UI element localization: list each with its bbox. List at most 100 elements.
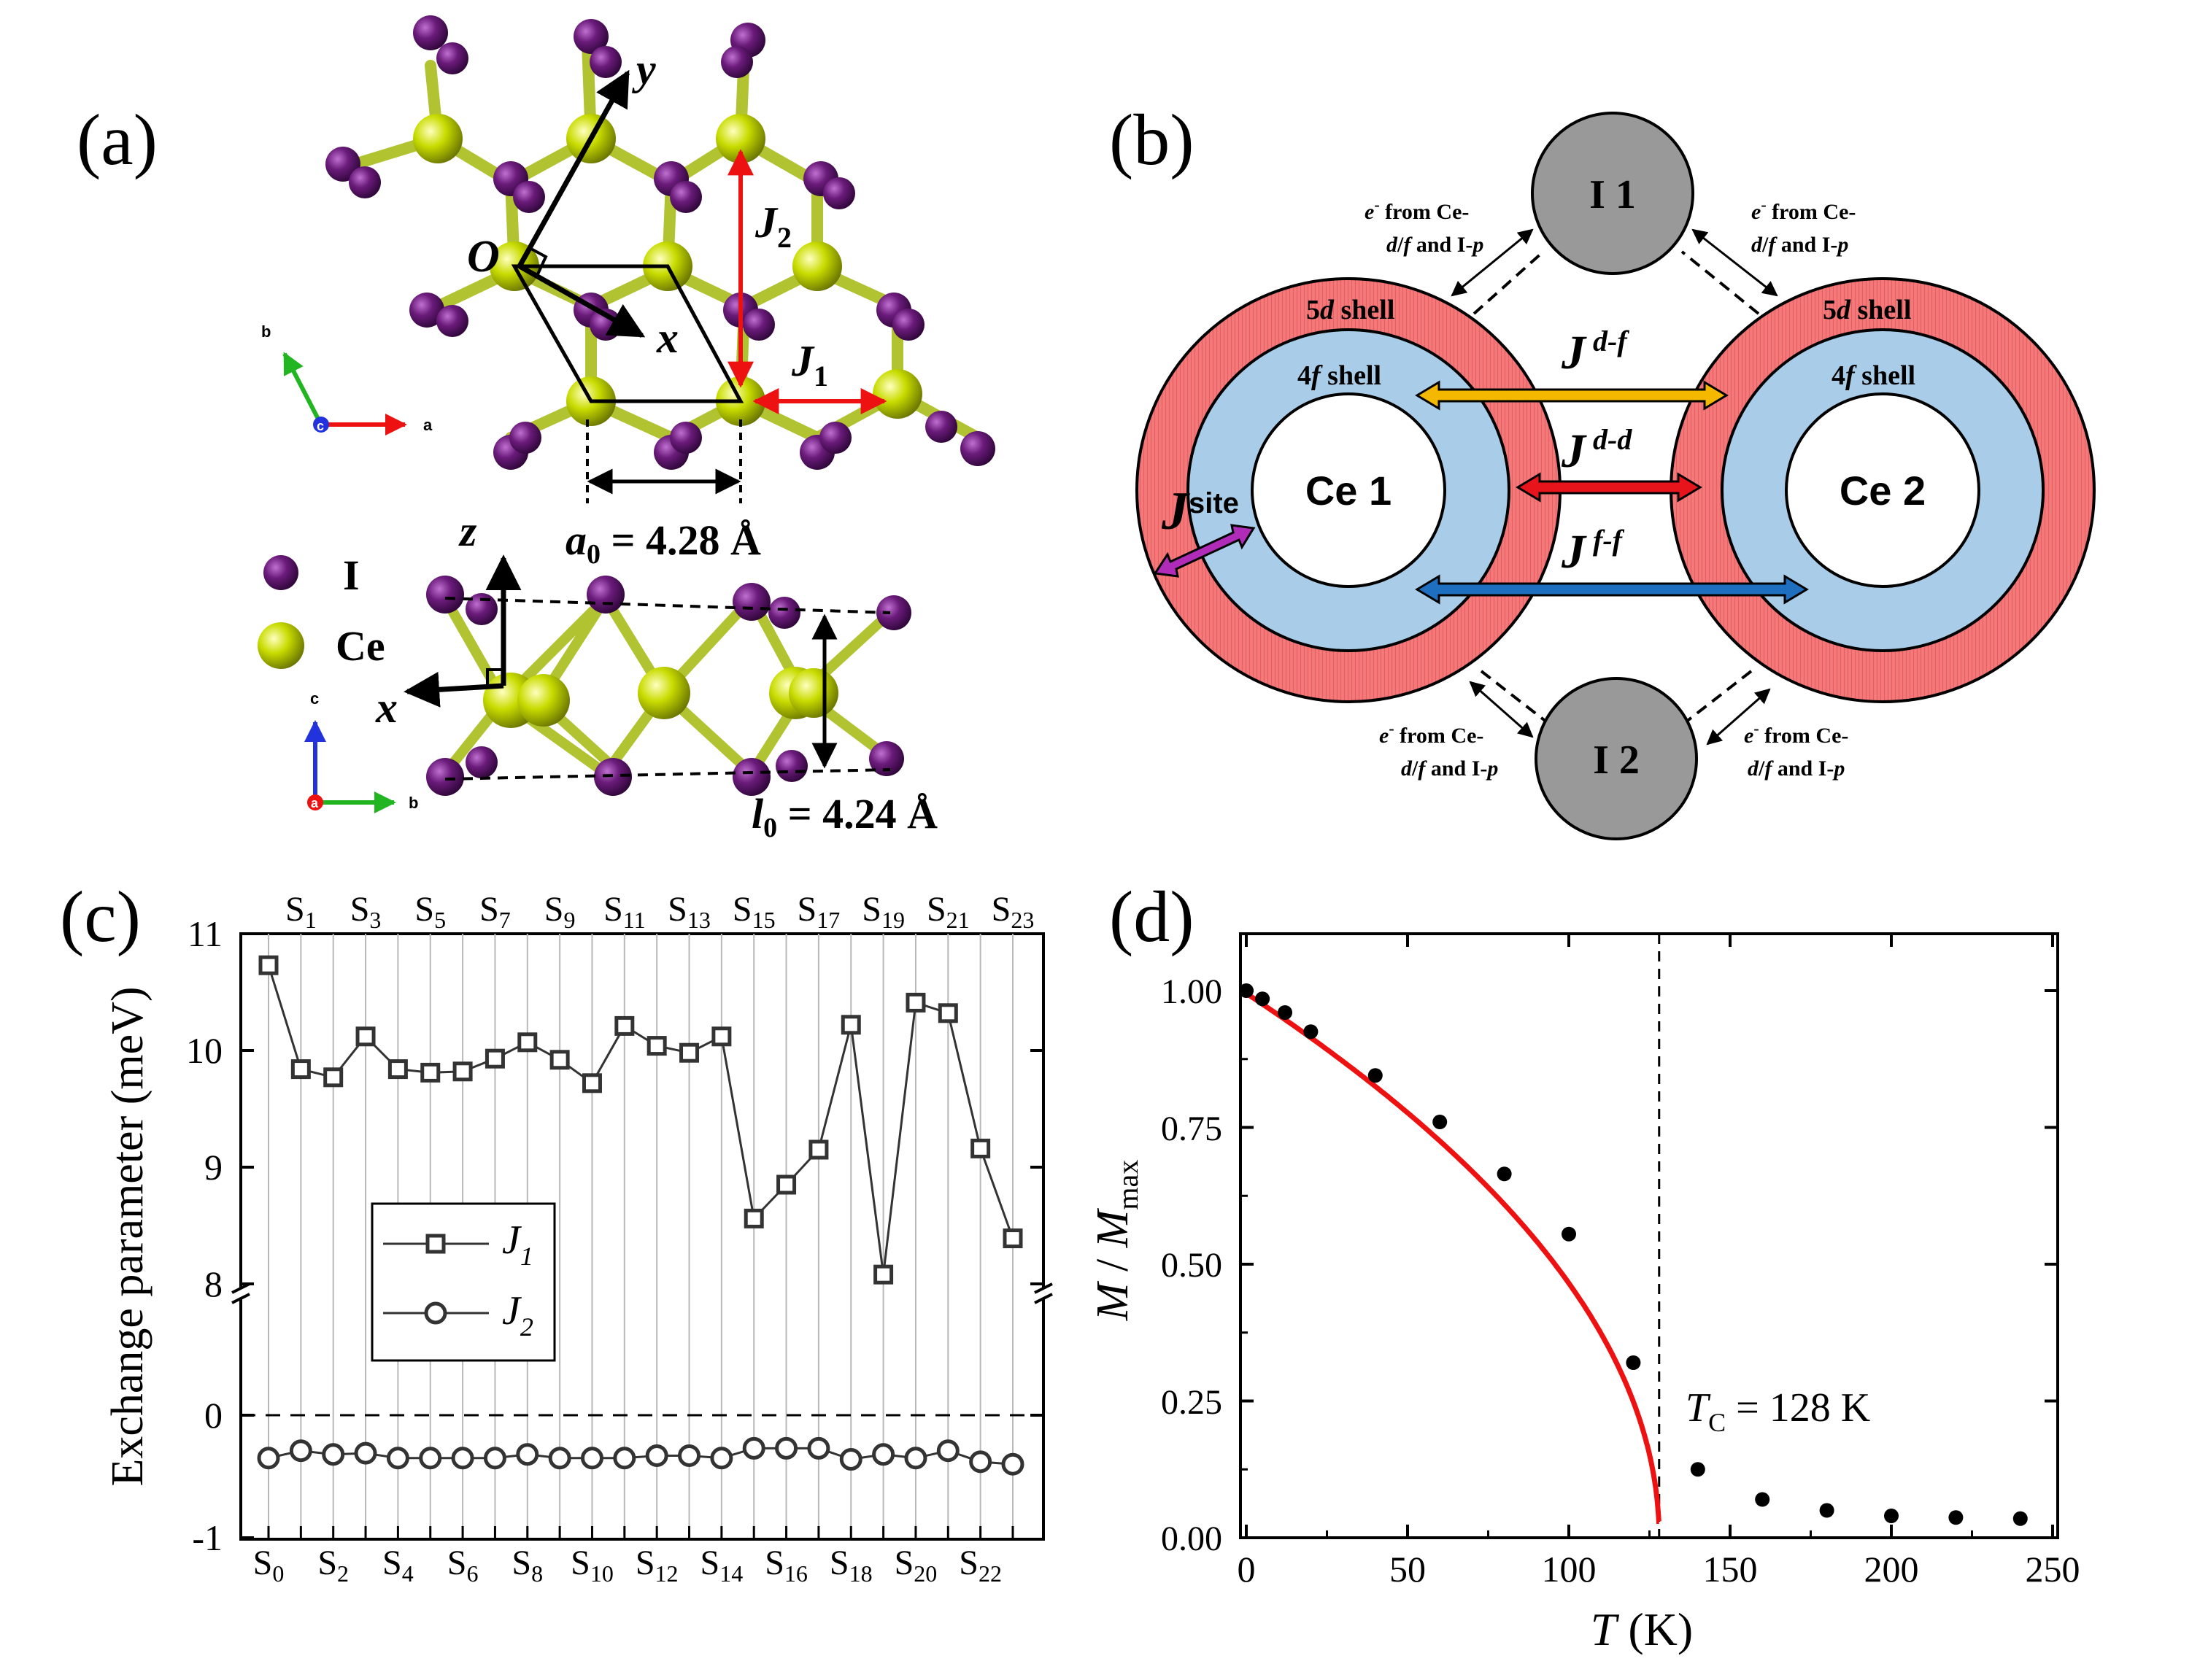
svg-text:a: a [423,416,433,434]
data-points [1239,983,2028,1526]
ce2-core [1785,392,1980,588]
c-bottom-label: S10 [571,1544,614,1587]
c-series-j2-point [483,1447,506,1470]
c-series-j2-point [710,1447,733,1470]
d-data-point [1819,1503,1834,1518]
c-top-label: S23 [992,890,1035,933]
c-series-j2-point [936,1439,960,1463]
series-j2 [257,1436,1024,1476]
legend-iodine-swatch [263,555,298,590]
i2-label: I 2 [1593,738,1640,783]
transfer-arrows [1451,228,1778,746]
c-series-j1-point [970,1138,991,1158]
panel-b: (b) Ce 1 Ce 2 5d shell 5d shell 4f shell… [1109,99,2096,840]
plot-frame-c [239,932,1045,1541]
svg-text:d/f and I-p: d/f and I-p [1751,233,1848,257]
i2-node [1535,677,1698,840]
c-top-label: S21 [927,890,970,933]
c-bottom-label: S8 [512,1544,543,1587]
d-data-point [1562,1226,1576,1242]
d-data-point [1884,1509,1899,1523]
ce2-label: Ce 2 [1840,468,1926,514]
legend-cerium-swatch [258,622,304,669]
j2-label: J2 [754,198,792,254]
transfer-label-top-left: e- from Ce- d/f and I-p [1365,196,1483,257]
c-bottom-label: S14 [700,1544,744,1587]
c-top-label: S7 [479,890,511,933]
d-data-point [1367,1068,1383,1083]
panel-a: (a) [77,15,995,843]
c-series-j1-point [614,1015,635,1036]
legend-cerium-label: Ce [336,622,385,670]
c-series-j2-line [268,1447,1014,1466]
c-top-label: S17 [798,890,841,933]
jdd-arrow [1516,472,1702,503]
c-series-j1-point [938,1003,958,1023]
d-x-ticks: 0 50 100 150 200 250 [1238,1549,2080,1590]
tc-annotation: TC = 128 K [1686,1385,1870,1437]
d-data-point [1239,983,1254,998]
jdd-label: J d-d [1561,423,1632,478]
svg-text:e- from Ce-: e- from Ce- [1751,196,1856,224]
d-xtick-100: 100 [1542,1549,1597,1590]
fit-curve [1245,991,1661,1524]
c-series-j1-point [485,1048,505,1069]
d-data-point [2012,1511,2028,1526]
c-series-j1-point [744,1208,764,1228]
c-series-j1-point [776,1174,797,1195]
ce1-label: Ce 1 [1305,468,1392,514]
c-series-j2-point [613,1447,636,1470]
c-series-j1-point [582,1073,602,1093]
c-series-j2-point [807,1436,830,1460]
c-top-label: S19 [862,890,905,933]
c-series-j2-point [904,1447,927,1470]
c-series-j1-point [452,1061,473,1082]
svg-text:a: a [311,796,319,810]
c-y-axis-label: Exchange parameter (meV) [103,986,153,1486]
c-ytick-9: 9 [204,1147,223,1188]
transfer-label-top-right: e- from Ce- d/f and I-p [1751,196,1856,257]
c-series-j2-point [548,1447,571,1470]
panel-b-label: (b) [1109,99,1194,180]
c-series-j1-point [258,955,279,975]
c-series-j1-point [841,1015,861,1035]
d-xtick-150: 150 [1703,1549,1758,1590]
series-j1 [258,955,1023,1285]
c-top-label: S15 [733,890,776,933]
x-axis-label-side: x [375,684,398,732]
crystal-axes-triad-top: b a c [261,322,433,436]
c-ytick-8: 8 [204,1263,223,1304]
ce2-4f-label: 4f shell [1832,360,1915,391]
c-ytick-minus1: -1 [192,1517,223,1558]
z-axis-label: z [458,507,477,555]
jsite-label: Jsite [1161,481,1239,541]
c-series-j1-point [387,1059,408,1080]
unit-cell [511,264,744,403]
c-ytick-11: 11 [188,913,223,954]
svg-text:e- from Ce-: e- from Ce- [1379,719,1483,748]
c-series-j2-point [386,1447,409,1470]
c-series-j2-point [775,1436,798,1460]
c-series-j2-point [742,1436,765,1460]
ce1-4f-label: 4f shell [1297,360,1381,391]
c-bottom-label: S20 [895,1544,938,1587]
origin-label: O [467,232,500,282]
d-data-point [1432,1115,1448,1129]
c-series-j2-point [839,1447,862,1471]
d-data-point [1755,1492,1770,1507]
jff-label: J f-f [1561,524,1625,578]
d-tick-marks [1240,934,2058,1539]
coupling-arrows [1153,380,1809,605]
d-xtick-200: 200 [1864,1549,1919,1590]
c-bottom-label: S18 [830,1544,873,1587]
c-legend: J1 J2 [371,1202,556,1362]
d-data-point [1626,1355,1641,1370]
c-series-j1-point [355,1026,376,1047]
i1-label: I 1 [1589,172,1636,217]
d-data-point [1255,991,1270,1007]
transfer-label-bottom-right: e- from Ce- d/f and I-p [1744,719,1848,781]
c-series-j2-point [289,1439,312,1463]
panel-d: (d) 0 50 100 150 200 250 0.00 0.25 0.50 … [1088,876,2080,1655]
c-bottom-label: S16 [765,1544,808,1587]
